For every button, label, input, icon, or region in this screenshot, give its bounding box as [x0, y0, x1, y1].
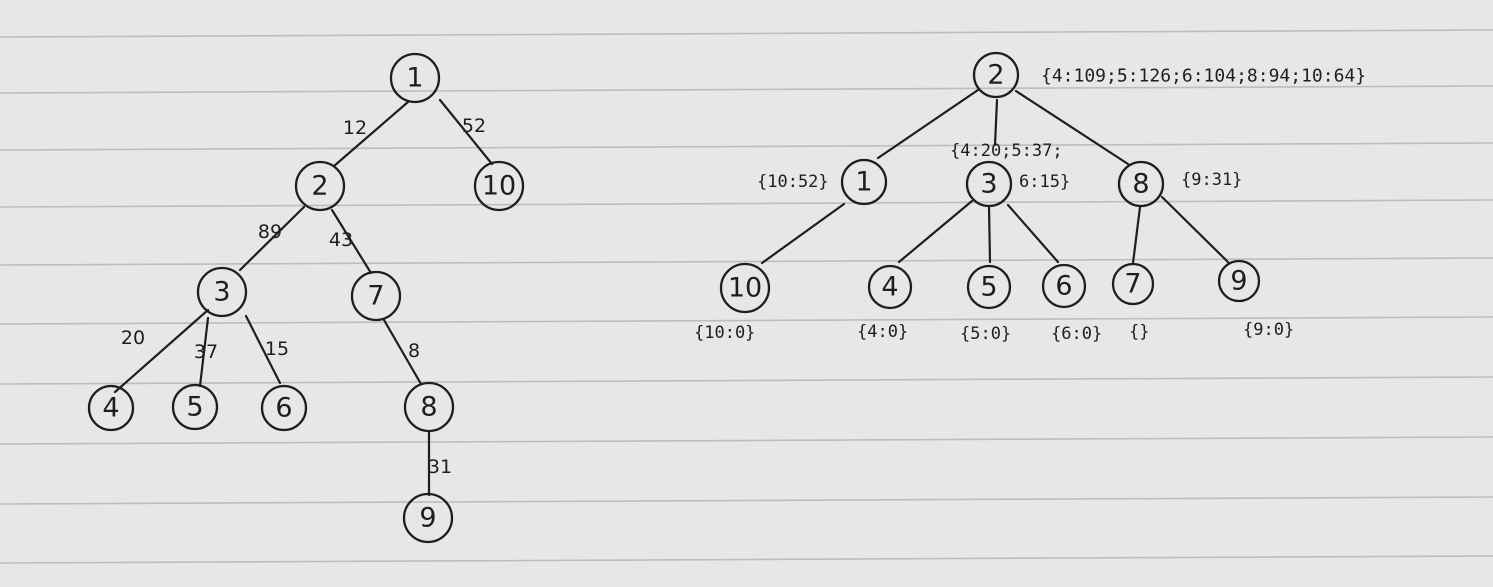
edge-r2-r3 [993, 98, 999, 147]
annotation-node-10: {10:0} [694, 323, 755, 343]
edge-r8-r7 [1131, 205, 1142, 265]
left-node-8: 8 [403, 381, 455, 433]
edge-2-3 [238, 205, 306, 272]
weight-1-2: 12 [343, 117, 367, 139]
left-node-9: 9 [402, 492, 454, 544]
node-label: 2 [987, 60, 1004, 91]
edge-r2-r1 [876, 88, 980, 160]
node-label: 8 [1132, 169, 1149, 200]
right-node-6: 6 [1041, 263, 1087, 309]
right-tree: 2 1 3 8 10 4 5 6 [694, 51, 1366, 344]
left-node-3: 3 [196, 266, 248, 318]
edge-2-7 [330, 208, 373, 275]
edge-r3-r6 [1006, 203, 1060, 264]
right-node-7: 7 [1111, 262, 1155, 306]
node-label: 4 [102, 393, 119, 424]
weight-3-5: 37 [194, 341, 218, 363]
annotation-node-2: {4:109;5:126;6:104;8:94;10:64} [1041, 66, 1366, 87]
right-node-8: 8 [1117, 160, 1165, 208]
right-node-1: 1 [840, 158, 888, 206]
right-node-10: 10 [719, 262, 771, 314]
edge-1-10 [438, 98, 494, 166]
node-label: 6 [1055, 271, 1072, 302]
weight-8-9: 31 [428, 456, 452, 478]
weight-7-8: 8 [408, 340, 420, 362]
edge-3-6 [244, 314, 282, 385]
weight-3-6: 15 [265, 338, 289, 360]
node-label: 1 [855, 167, 872, 198]
left-node-10: 10 [473, 160, 525, 212]
node-label: 9 [419, 503, 436, 534]
edge-r1-r10 [760, 202, 846, 265]
left-node-7: 7 [350, 270, 402, 322]
left-node-2: 2 [294, 160, 346, 212]
edge-r3-r4 [897, 199, 974, 264]
edge-3-5 [198, 316, 210, 388]
node-label: 7 [1124, 269, 1141, 300]
annotation-node-9: {9:0} [1243, 320, 1294, 340]
node-label: 3 [213, 277, 230, 308]
right-node-3: 3 [965, 160, 1013, 208]
left-node-4: 4 [87, 384, 135, 432]
node-label: 1 [406, 63, 423, 94]
weight-3-4: 20 [121, 327, 145, 349]
right-node-9: 9 [1217, 259, 1261, 303]
annotation-node-6: {6:0} [1051, 324, 1102, 344]
annotation-node-3-line1: {4:20;5:37; [950, 141, 1063, 161]
right-node-2: 2 [972, 51, 1020, 99]
node-label: 2 [311, 171, 328, 202]
right-node-4: 4 [867, 264, 913, 310]
edge-3-4 [113, 308, 210, 394]
annotation-node-3-line2: 6:15} [1019, 172, 1070, 192]
right-node-5: 5 [966, 264, 1012, 310]
annotation-node-4: {4:0} [857, 322, 908, 342]
node-label: 4 [881, 272, 898, 303]
node-label: 5 [980, 272, 997, 303]
edge-7-8 [382, 318, 423, 386]
node-label: 3 [980, 169, 997, 200]
edge-1-2 [332, 100, 410, 168]
weight-1-10: 52 [462, 115, 486, 137]
left-node-5: 5 [171, 383, 219, 431]
node-label: 6 [275, 393, 292, 424]
edge-r2-r8 [1014, 89, 1130, 166]
annotation-node-5: {5:0} [960, 324, 1011, 344]
annotation-node-8: {9:31} [1181, 170, 1242, 190]
edge-r3-r5 [987, 204, 992, 264]
weight-2-7: 43 [329, 229, 353, 251]
node-label: 10 [728, 273, 762, 304]
weight-2-3: 89 [258, 221, 282, 243]
node-label: 8 [420, 392, 437, 423]
left-tree: 1 2 10 3 7 4 5 6 [87, 52, 525, 544]
annotation-node-1: {10:52} [757, 172, 829, 192]
node-label: 10 [482, 171, 516, 202]
annotation-node-7: {} [1129, 322, 1149, 342]
node-label: 9 [1230, 266, 1247, 297]
node-label: 5 [186, 392, 203, 423]
left-node-6: 6 [260, 384, 308, 432]
edge-r8-r9 [1160, 195, 1230, 264]
left-node-1: 1 [389, 52, 441, 104]
node-label: 7 [367, 281, 384, 312]
